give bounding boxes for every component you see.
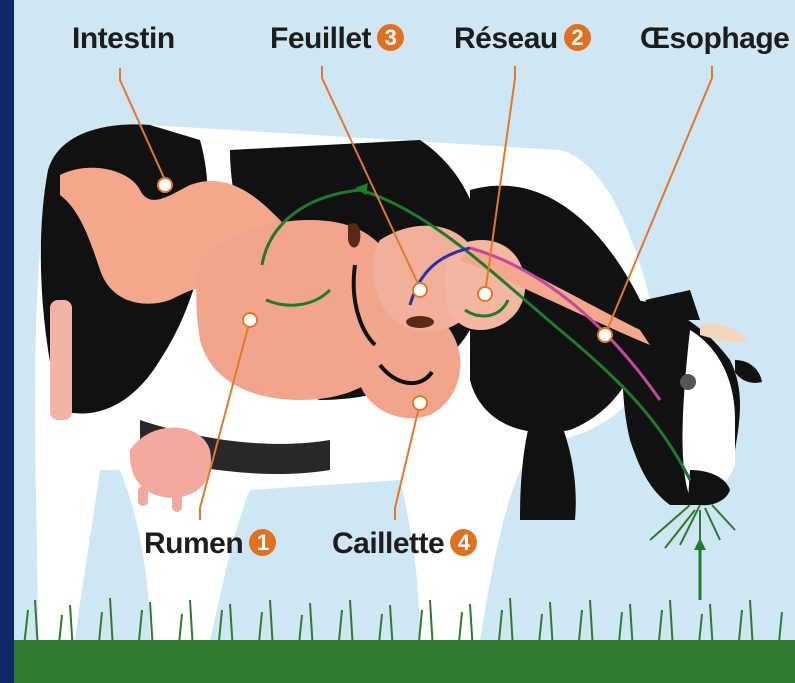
badge-feuillet-number: 3 <box>377 24 404 51</box>
cow-head <box>623 290 763 505</box>
label-oesophage: Œsophage <box>640 22 789 56</box>
label-reseau: Réseau2 <box>454 22 591 56</box>
badge-reseau-number: 2 <box>564 24 591 51</box>
diagram-panel: Intestin Feuillet3 Réseau2 Œsophage Rume… <box>14 0 795 683</box>
label-rumen: Rumen1 <box>144 527 276 561</box>
label-intestin: Intestin <box>72 22 175 56</box>
cow-digestion-illustration <box>14 0 795 683</box>
label-caillette: Caillette4 <box>332 527 477 561</box>
badge-caillette-number: 4 <box>450 529 477 556</box>
badge-rumen-number: 1 <box>249 529 276 556</box>
label-feuillet: Feuillet3 <box>270 22 404 56</box>
